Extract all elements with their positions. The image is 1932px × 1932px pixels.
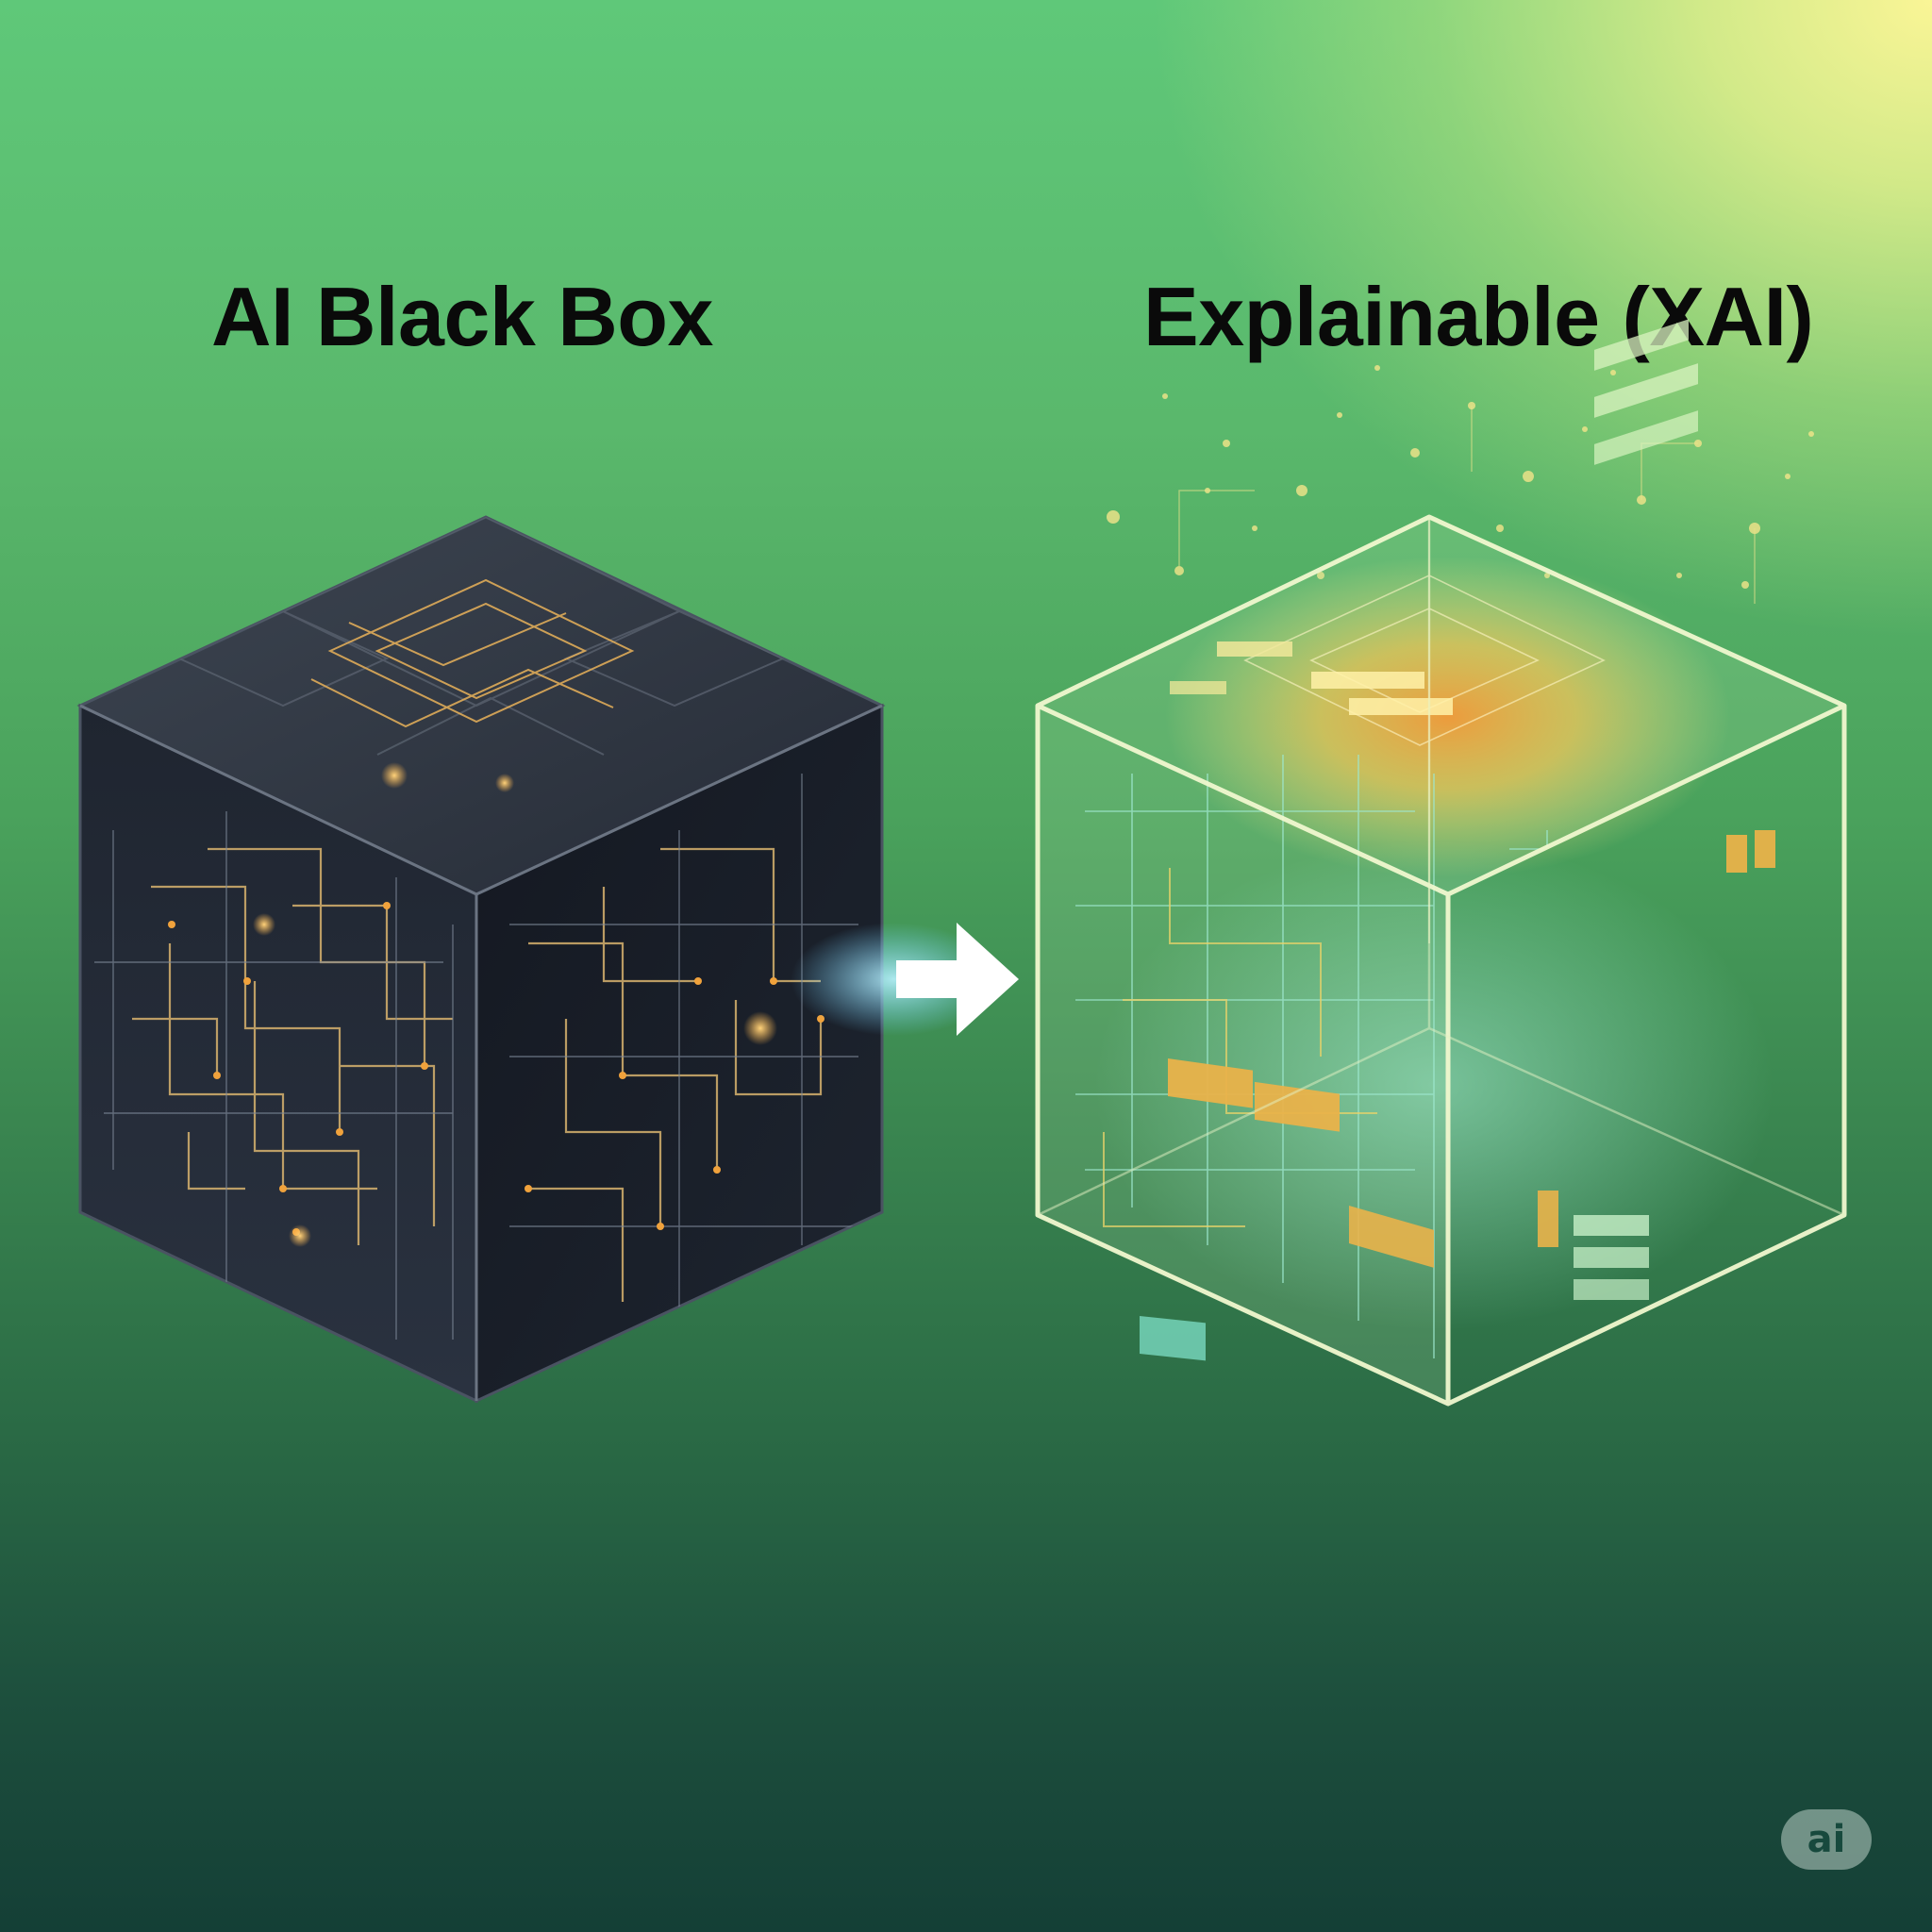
black-box-cube (80, 517, 882, 1401)
xai-cube (1038, 319, 1844, 1404)
arrow-right-icon (791, 923, 1019, 1036)
ai-badge: ai (1781, 1809, 1872, 1870)
